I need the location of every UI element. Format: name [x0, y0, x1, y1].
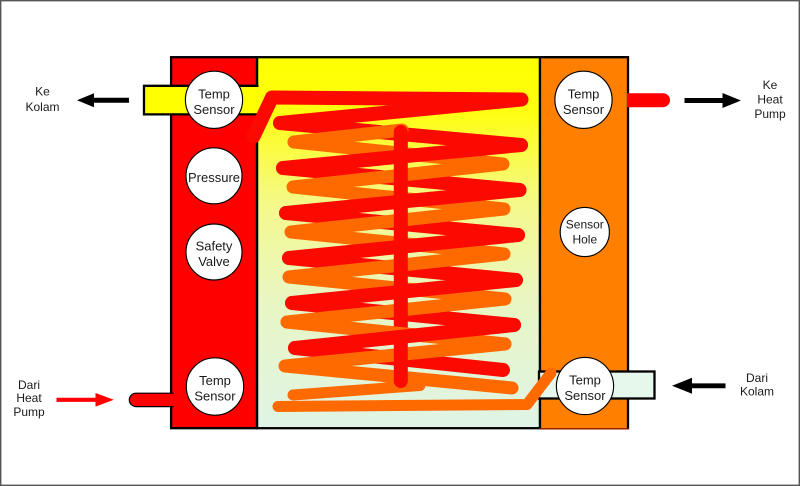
svg-text:Ke: Ke	[35, 85, 50, 99]
svg-text:Valve: Valve	[198, 254, 230, 269]
svg-text:Temp: Temp	[569, 373, 601, 388]
svg-text:Pump: Pump	[754, 107, 786, 121]
svg-text:Pump: Pump	[13, 405, 45, 419]
svg-text:Heat: Heat	[16, 391, 42, 405]
svg-text:Kolam: Kolam	[25, 100, 59, 114]
svg-text:Kolam: Kolam	[740, 385, 774, 399]
svg-text:Safety: Safety	[196, 239, 233, 254]
svg-text:Dari: Dari	[746, 371, 768, 385]
svg-text:Ke: Ke	[763, 78, 778, 92]
svg-text:Dari: Dari	[18, 378, 40, 392]
svg-text:Heat: Heat	[757, 93, 783, 107]
svg-text:Hole: Hole	[572, 233, 597, 247]
svg-text:Temp: Temp	[199, 373, 231, 388]
svg-text:Temp: Temp	[568, 86, 600, 101]
svg-text:Sensor: Sensor	[566, 218, 604, 232]
svg-text:Sensor: Sensor	[564, 388, 606, 403]
svg-text:Sensor: Sensor	[194, 389, 236, 404]
svg-text:Temp: Temp	[198, 86, 230, 101]
svg-text:Pressure: Pressure	[188, 170, 240, 185]
svg-text:Sensor: Sensor	[563, 102, 605, 117]
svg-text:Sensor: Sensor	[193, 102, 235, 117]
